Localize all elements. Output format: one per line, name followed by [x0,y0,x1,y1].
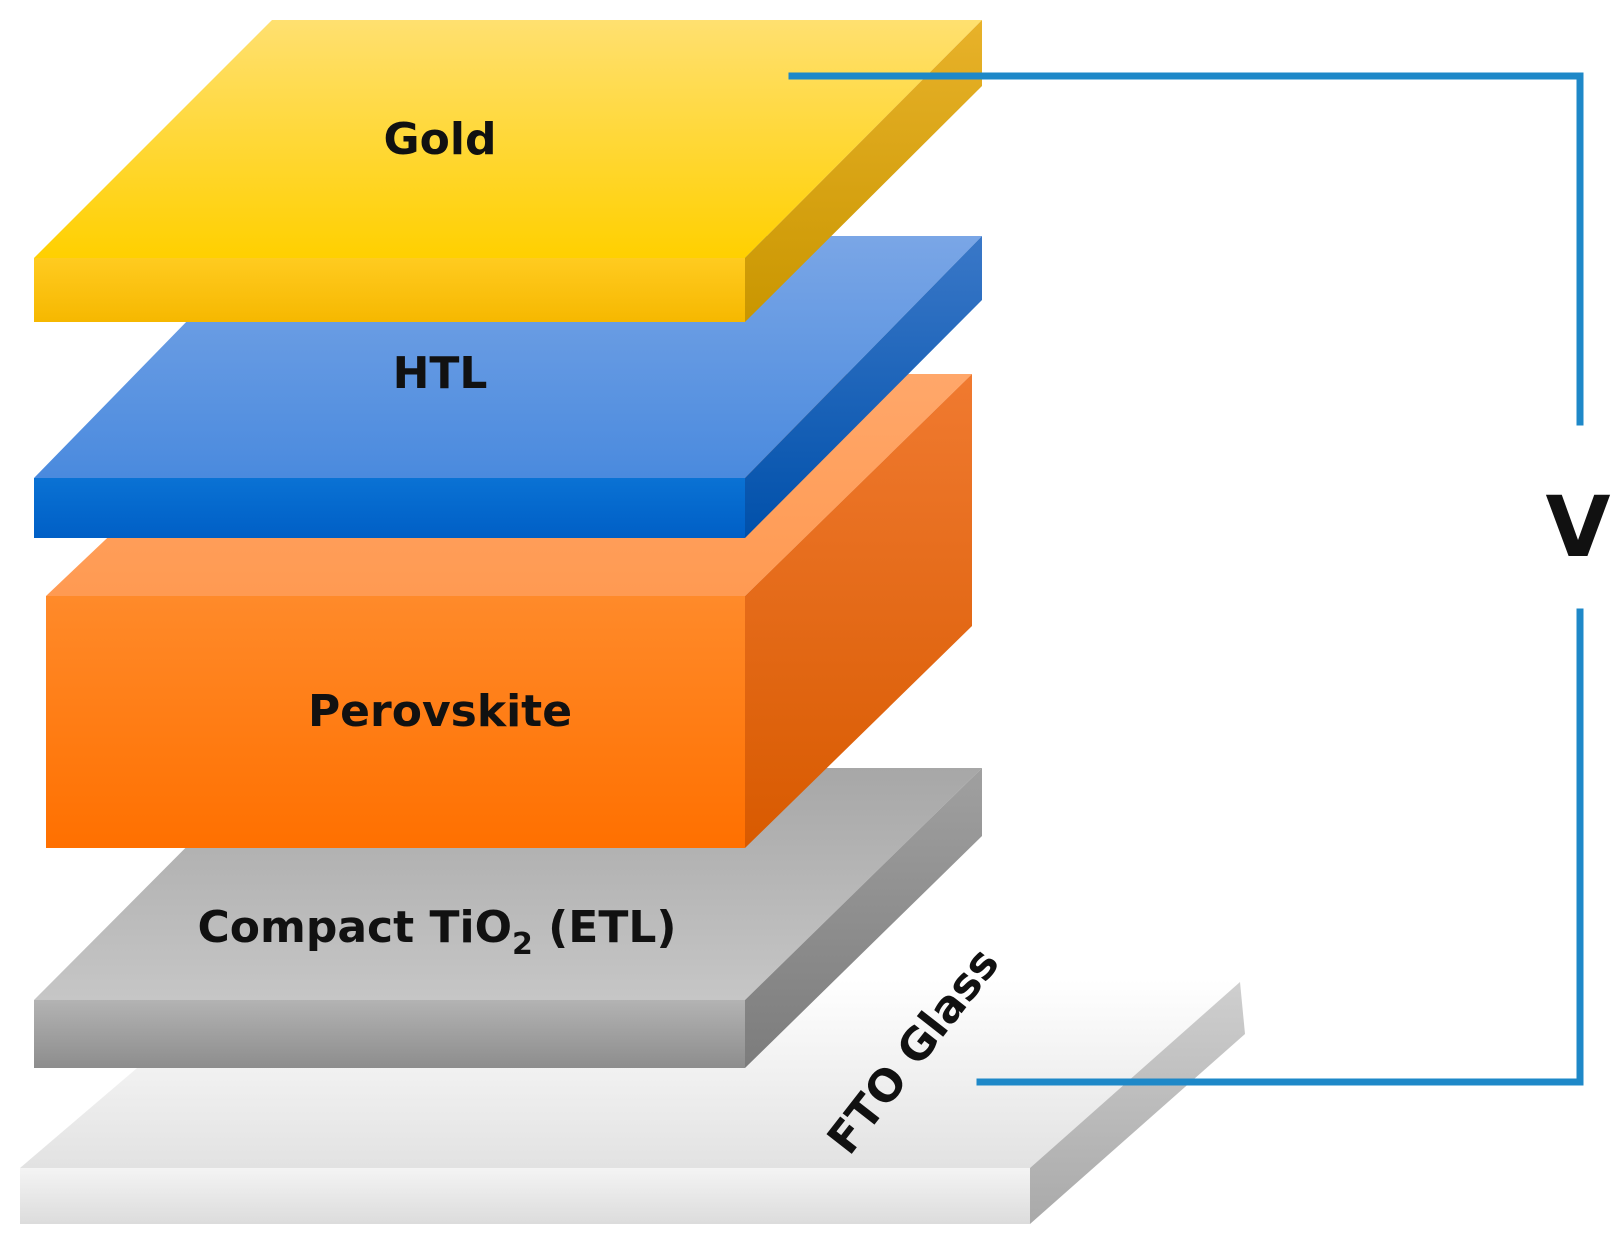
wire-top [788,72,1584,426]
gold-label: Gold [384,114,497,165]
fto-glass-side-face [1030,982,1245,1224]
etl-label: Compact TiO2 (ETL) [197,902,676,962]
htl-label: HTL [393,348,488,399]
etl-label-tail: (ETL) [533,902,677,953]
perovskite-label: Perovskite [308,686,572,737]
etl-side-face [745,768,982,1068]
wire-bottom [976,608,1584,1086]
gold-top-face [34,20,982,258]
etl-front-face [34,1000,745,1068]
gold-side-face [745,20,982,322]
etl-label-subscript: 2 [512,927,533,962]
perovskite-side-face [745,374,972,848]
htl-front-face [34,478,745,538]
fto-glass-front-face [20,1168,1030,1224]
voltage-circuit: V [788,72,1611,1086]
perovskite-front-face [46,596,745,848]
layer-gold: Gold [34,20,982,322]
etl-label-main: Compact TiO [197,902,512,953]
voltage-label: V [1545,478,1610,576]
htl-side-face [745,236,982,538]
gold-front-face [34,258,745,322]
